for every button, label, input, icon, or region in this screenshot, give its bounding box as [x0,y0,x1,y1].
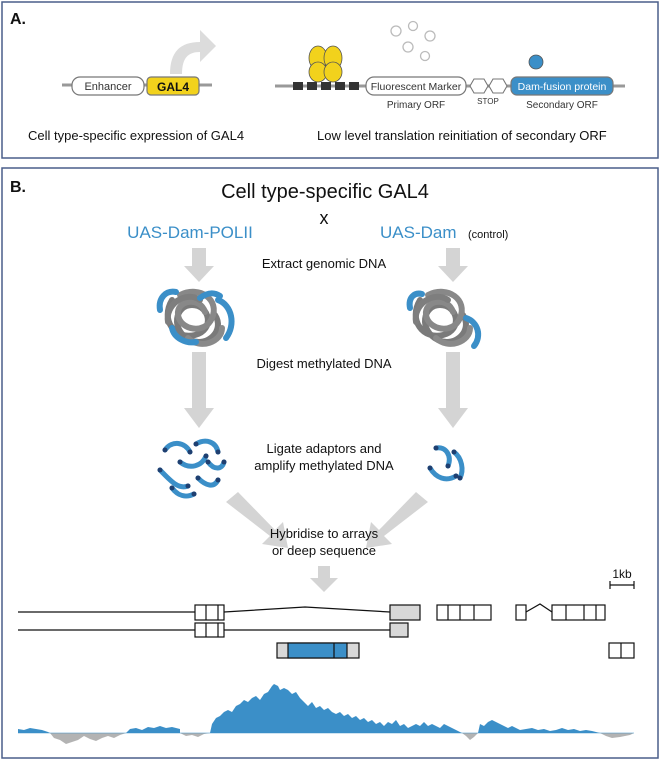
gene-models [18,603,635,659]
stop-codons-icon [469,78,508,94]
gal4-label: GAL4 [157,80,189,94]
caption-right: Low level translation reinitiation of se… [317,128,607,143]
panel-a-label: A. [10,11,26,28]
arrow-left-2-icon [184,352,214,428]
caption-left: Cell type-specific expression of GAL4 [28,128,244,143]
flow-arrows [184,248,468,592]
enhancer-label: Enhancer [84,81,131,93]
panel-b-frame [1,167,659,759]
adaptor-dots-right [427,445,463,481]
scale-bar: 1kb [609,567,635,589]
reporter-construct: Fluorescent Marker Primary ORF STOP Dam-… [275,20,625,111]
arrow-diag-right-icon [366,492,428,548]
step-digest: Digest methylated DNA [256,356,391,371]
gal4-dimer-icon [308,45,343,83]
arrow-left-1-icon [184,248,214,282]
expression-arrow-icon [170,30,216,74]
step-ligate-2: amplify methylated DNA [254,458,394,473]
step-extract: Extract genomic DNA [262,256,387,271]
dam-fusion-label: Dam-fusion protein [518,81,607,93]
gal4-box [146,76,200,96]
dam-fusion-box [510,76,614,96]
signal-track [18,684,634,744]
step-hybridise-1: Hybridise to arrays [270,526,379,541]
fluorescence-bubbles-icon [390,20,436,62]
fluorescent-marker-box [365,76,467,96]
signal-negative-mid [180,733,210,737]
arrow-diag-left-icon [226,492,288,548]
signal-negative-left [50,733,126,744]
adaptor-dots-left [157,441,227,497]
gal4-construct: Enhancer GAL4 [62,30,216,96]
arrow-down-final-icon [310,566,338,592]
uas-dam-polii-label: UAS-Dam-POLII [127,223,253,242]
genomic-dna-left-icon [156,288,235,347]
uas-dam-label: UAS-Dam [380,223,457,242]
panel-a-frame [1,1,659,159]
panel-b-title: Cell type-specific GAL4 [221,181,429,203]
control-label: (control) [468,229,508,241]
signal-positive [18,684,634,733]
signal-negative-right [462,733,634,740]
enhancer-box [71,76,145,96]
panel-a: A. Enhancer GAL4 [1,1,659,159]
arrow-right-1-icon [438,248,468,282]
panel-b: B. Cell type-specific GAL4 x UAS-Dam-POL… [1,167,659,759]
fluorescent-marker-label: Fluorescent Marker [371,81,462,93]
step-hybridise-2: or deep sequence [272,543,376,558]
dam-protein-icon [528,54,544,70]
primary-orf-label: Primary ORF [387,100,445,111]
arrow-right-2-icon [438,352,468,428]
uas-sites [293,82,359,90]
cross-symbol: x [320,208,329,228]
secondary-orf-label: Secondary ORF [526,100,598,111]
panel-b-label: B. [10,179,26,196]
genomic-dna-right-icon [406,288,482,349]
stop-label: STOP [477,97,499,106]
scale-bar-label: 1kb [612,567,632,581]
step-ligate-1: Ligate adaptors and [267,441,382,456]
